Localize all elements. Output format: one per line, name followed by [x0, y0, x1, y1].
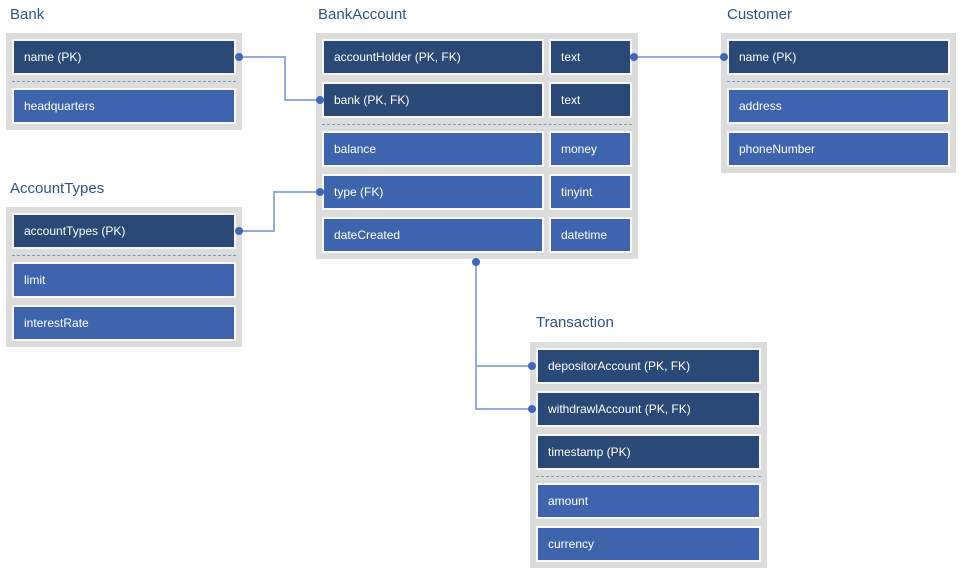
attribute-label: timestamp (PK): [548, 445, 631, 459]
entity-title-accounttypes: AccountTypes: [10, 180, 105, 197]
row-gap: [322, 167, 632, 174]
attribute-label: name (PK): [739, 50, 797, 64]
attribute-row-bank-fk: bank (PK, FK) text: [322, 82, 632, 118]
attribute-label: name (PK): [24, 50, 82, 64]
connector-endpoint-dot: [472, 258, 480, 266]
connector-accounttypes-to-bankaccount[interactable]: [239, 191, 320, 232]
attribute-name-cell[interactable]: type (FK): [322, 174, 544, 210]
row-gap: [536, 384, 761, 391]
entity-title-bank: Bank: [10, 6, 45, 23]
attribute-label: balance: [334, 142, 377, 156]
connector-bankaccount-to-withdrawlaccount[interactable]: [475, 366, 532, 410]
attribute-row-accountholder: accountHolder (PK, FK) text: [322, 39, 632, 75]
attribute-label: amount: [548, 494, 589, 508]
entity-title-transaction: Transaction: [536, 314, 614, 331]
row-gap: [322, 210, 632, 217]
attribute-label: phoneNumber: [739, 142, 816, 156]
connector-bank-to-bankaccount[interactable]: [239, 56, 320, 101]
attribute-row-timestamp[interactable]: timestamp (PK): [536, 434, 761, 470]
attribute-row-type-fk: type (FK) tinyint: [322, 174, 632, 210]
type-label: text: [561, 93, 581, 107]
attribute-label: limit: [24, 273, 46, 287]
attribute-label: type (FK): [334, 185, 384, 199]
attribute-label: headquarters: [24, 99, 95, 113]
pk-separator: [12, 249, 236, 262]
attribute-row-balance: balance money: [322, 131, 632, 167]
attribute-row-depositoraccount[interactable]: depositorAccount (PK, FK): [536, 348, 761, 384]
attribute-row-customer-name[interactable]: name (PK): [727, 39, 950, 75]
attribute-type-cell[interactable]: money: [549, 131, 632, 167]
attribute-label: accountTypes (PK): [24, 224, 126, 238]
attribute-name-cell[interactable]: bank (PK, FK): [322, 82, 544, 118]
attribute-row-address[interactable]: address: [727, 88, 950, 124]
attribute-row-limit[interactable]: limit: [12, 262, 236, 298]
entity-transaction[interactable]: depositorAccount (PK, FK) withdrawlAccou…: [530, 342, 767, 568]
attribute-row-withdrawlaccount[interactable]: withdrawlAccount (PK, FK): [536, 391, 761, 427]
entity-title-bankaccount: BankAccount: [318, 6, 407, 23]
entity-accounttypes[interactable]: accountTypes (PK) limit interestRate: [6, 207, 242, 347]
entity-title-customer: Customer: [727, 6, 793, 23]
pk-separator: [727, 75, 950, 88]
attribute-row-currency[interactable]: currency: [536, 526, 761, 562]
entity-bankaccount[interactable]: accountHolder (PK, FK) text bank (PK, FK…: [316, 33, 638, 259]
type-label: datetime: [561, 228, 608, 242]
attribute-label: dateCreated: [334, 228, 401, 242]
attribute-label: address: [739, 99, 782, 113]
attribute-label: currency: [548, 537, 595, 551]
attribute-row-bank-headquarters[interactable]: headquarters: [12, 88, 236, 124]
attribute-label: depositorAccount (PK, FK): [548, 359, 691, 373]
type-label: money: [561, 142, 598, 156]
entity-bank[interactable]: name (PK) headquarters: [6, 33, 242, 130]
attribute-name-cell[interactable]: dateCreated: [322, 217, 544, 253]
entity-customer[interactable]: name (PK) address phoneNumber: [721, 33, 956, 173]
attribute-row-bank-name[interactable]: name (PK): [12, 39, 236, 75]
attribute-row-datecreated: dateCreated datetime: [322, 217, 632, 253]
attribute-label: accountHolder (PK, FK): [334, 50, 461, 64]
row-gap: [536, 519, 761, 526]
attribute-name-cell[interactable]: accountHolder (PK, FK): [322, 39, 544, 75]
attribute-name-cell[interactable]: balance: [322, 131, 544, 167]
attribute-row-amount[interactable]: amount: [536, 483, 761, 519]
pk-separator: [12, 75, 236, 88]
attribute-row-phonenumber[interactable]: phoneNumber: [727, 131, 950, 167]
attribute-type-cell[interactable]: datetime: [549, 217, 632, 253]
attribute-type-cell[interactable]: text: [549, 82, 632, 118]
attribute-row-accounttypes-pk[interactable]: accountTypes (PK): [12, 213, 236, 249]
type-label: text: [561, 50, 581, 64]
type-label: tinyint: [561, 185, 593, 199]
row-gap: [727, 124, 950, 131]
row-gap: [12, 298, 236, 305]
attribute-label: bank (PK, FK): [334, 93, 410, 107]
row-gap: [536, 427, 761, 434]
attribute-row-interestrate[interactable]: interestRate: [12, 305, 236, 341]
pk-separator: [536, 470, 761, 483]
attribute-label: withdrawlAccount (PK, FK): [548, 402, 691, 416]
attribute-type-cell[interactable]: text: [549, 39, 632, 75]
attribute-label: interestRate: [24, 316, 89, 330]
connector-bankaccount-to-depositoraccount[interactable]: [475, 262, 532, 367]
pk-separator: [322, 118, 632, 131]
row-gap: [322, 75, 632, 82]
attribute-type-cell[interactable]: tinyint: [549, 174, 632, 210]
